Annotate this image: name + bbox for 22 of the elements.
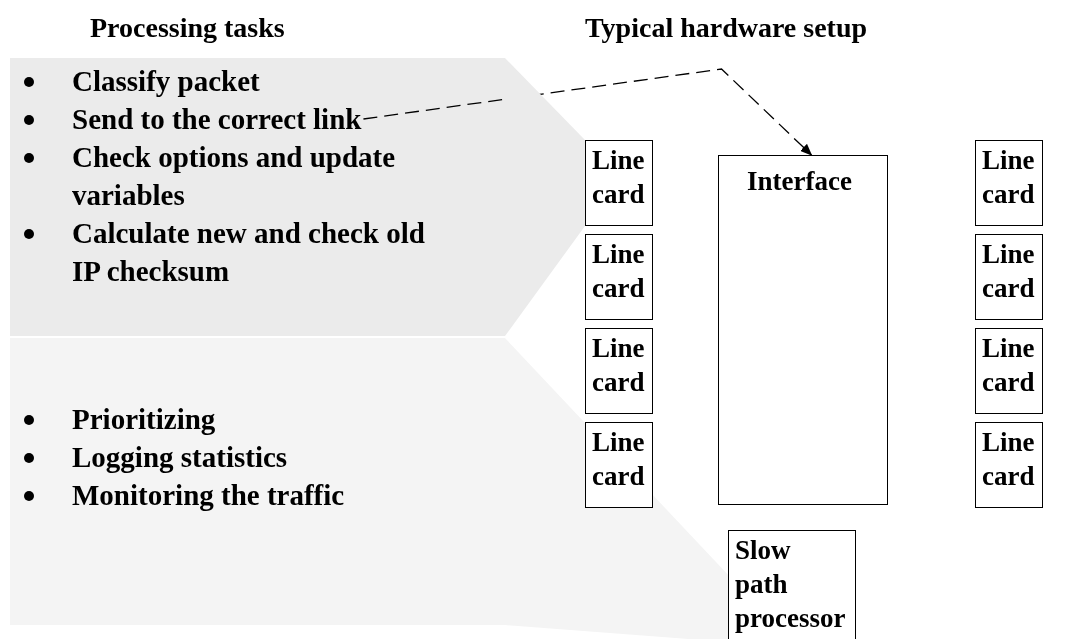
bullet-item: Check options and update variables xyxy=(20,138,450,214)
callout-wedge xyxy=(505,58,585,336)
heading: Typical hardware setup xyxy=(585,12,868,44)
bullet-item: Send to the correct link xyxy=(20,100,362,138)
component-box: Line card xyxy=(975,328,1043,414)
component-box: Line card xyxy=(585,234,653,320)
bullet-item: Prioritizing xyxy=(20,400,216,438)
component-box: Line card xyxy=(585,422,653,508)
callout-wedge xyxy=(505,338,728,639)
component-box: Slow path processor xyxy=(728,530,856,639)
bullet-item: Monitoring the traffic xyxy=(20,476,345,514)
heading: Processing tasks xyxy=(90,12,285,44)
bullet-item: Calculate new and check old IP checksum xyxy=(20,214,450,290)
component-box: Line card xyxy=(585,328,653,414)
component-box: Line card xyxy=(975,234,1043,320)
component-box: Interface xyxy=(718,155,888,505)
bullet-item: Classify packet xyxy=(20,62,260,100)
component-box: Line card xyxy=(975,422,1043,508)
component-box: Line card xyxy=(585,140,653,226)
arrow xyxy=(362,68,813,156)
bullet-item: Logging statistics xyxy=(20,438,288,476)
component-box: Line card xyxy=(975,140,1043,226)
